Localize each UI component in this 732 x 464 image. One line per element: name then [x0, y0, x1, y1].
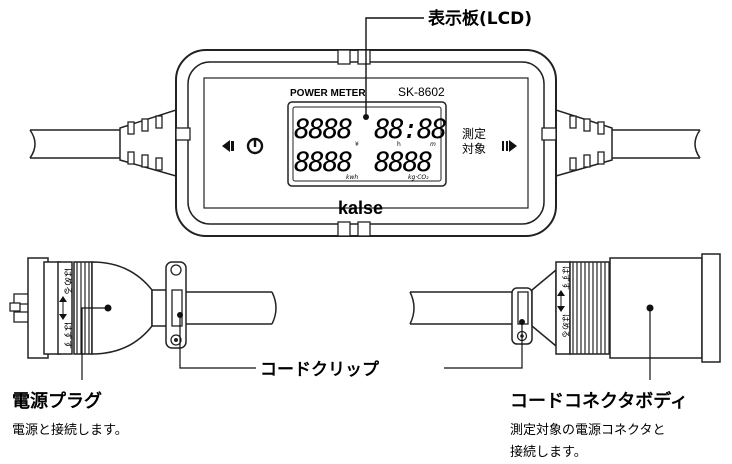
plug-detach-text: はずす: [62, 322, 73, 349]
power-plug: はめる はずす: [9, 257, 177, 359]
lcd-bottom-right: 8888: [374, 147, 432, 178]
plug-cable: [176, 291, 277, 325]
unit-h: h: [397, 141, 401, 148]
meter-model: SK-8602: [398, 85, 445, 99]
right-cable: [612, 129, 701, 159]
unit-co2: kg·CO₂: [408, 174, 429, 181]
lcd-top-left: 8888: [294, 114, 352, 145]
connector-label: コードコネクタボディ: [510, 390, 688, 412]
plug-description: 電源と接続します。: [12, 422, 128, 438]
lcd-display: [287, 101, 447, 187]
lcd-callout-line: [365, 17, 424, 116]
unit-yen: ¥: [355, 141, 359, 148]
lcd-callout-label: 表示板(LCD): [428, 8, 532, 29]
left-arrow-icon: [222, 140, 234, 152]
cord-clip-left: [165, 261, 187, 349]
unit-kwh: kwh: [346, 174, 358, 181]
measure-label-line2: 対象: [462, 142, 486, 156]
connector-cable: [409, 291, 520, 325]
right-arrow-icon: [502, 140, 517, 152]
clip-callout-label: コードクリップ: [260, 359, 380, 380]
power-button-icon[interactable]: [246, 137, 264, 155]
plug-callout-line: [81, 307, 108, 380]
left-cable: [29, 129, 120, 159]
lcd-callout-dot: [363, 114, 369, 120]
connector-body: はずす はめる: [531, 253, 721, 363]
connector-description-line2: 接続します。: [510, 444, 587, 460]
brand-logo: kalse: [338, 198, 383, 218]
connector-description-line1: 測定対象の電源コネクタと: [510, 423, 665, 438]
measure-label-line1: 測定: [462, 126, 486, 141]
connector-attach-text: はめる: [561, 314, 570, 338]
clip-callout-line-right: [444, 322, 523, 369]
unit-m: m: [430, 141, 436, 148]
clip-callout-line-left: [179, 315, 256, 369]
connector-detach-text: はずす: [561, 266, 571, 290]
lcd-bottom-left: 8888: [294, 147, 352, 178]
plug-label: 電源プラグ: [12, 390, 102, 412]
lcd-top-right: 88:88: [374, 114, 446, 145]
meter-title: POWER METER: [290, 88, 366, 99]
plug-attach-text: はめる: [62, 268, 73, 295]
